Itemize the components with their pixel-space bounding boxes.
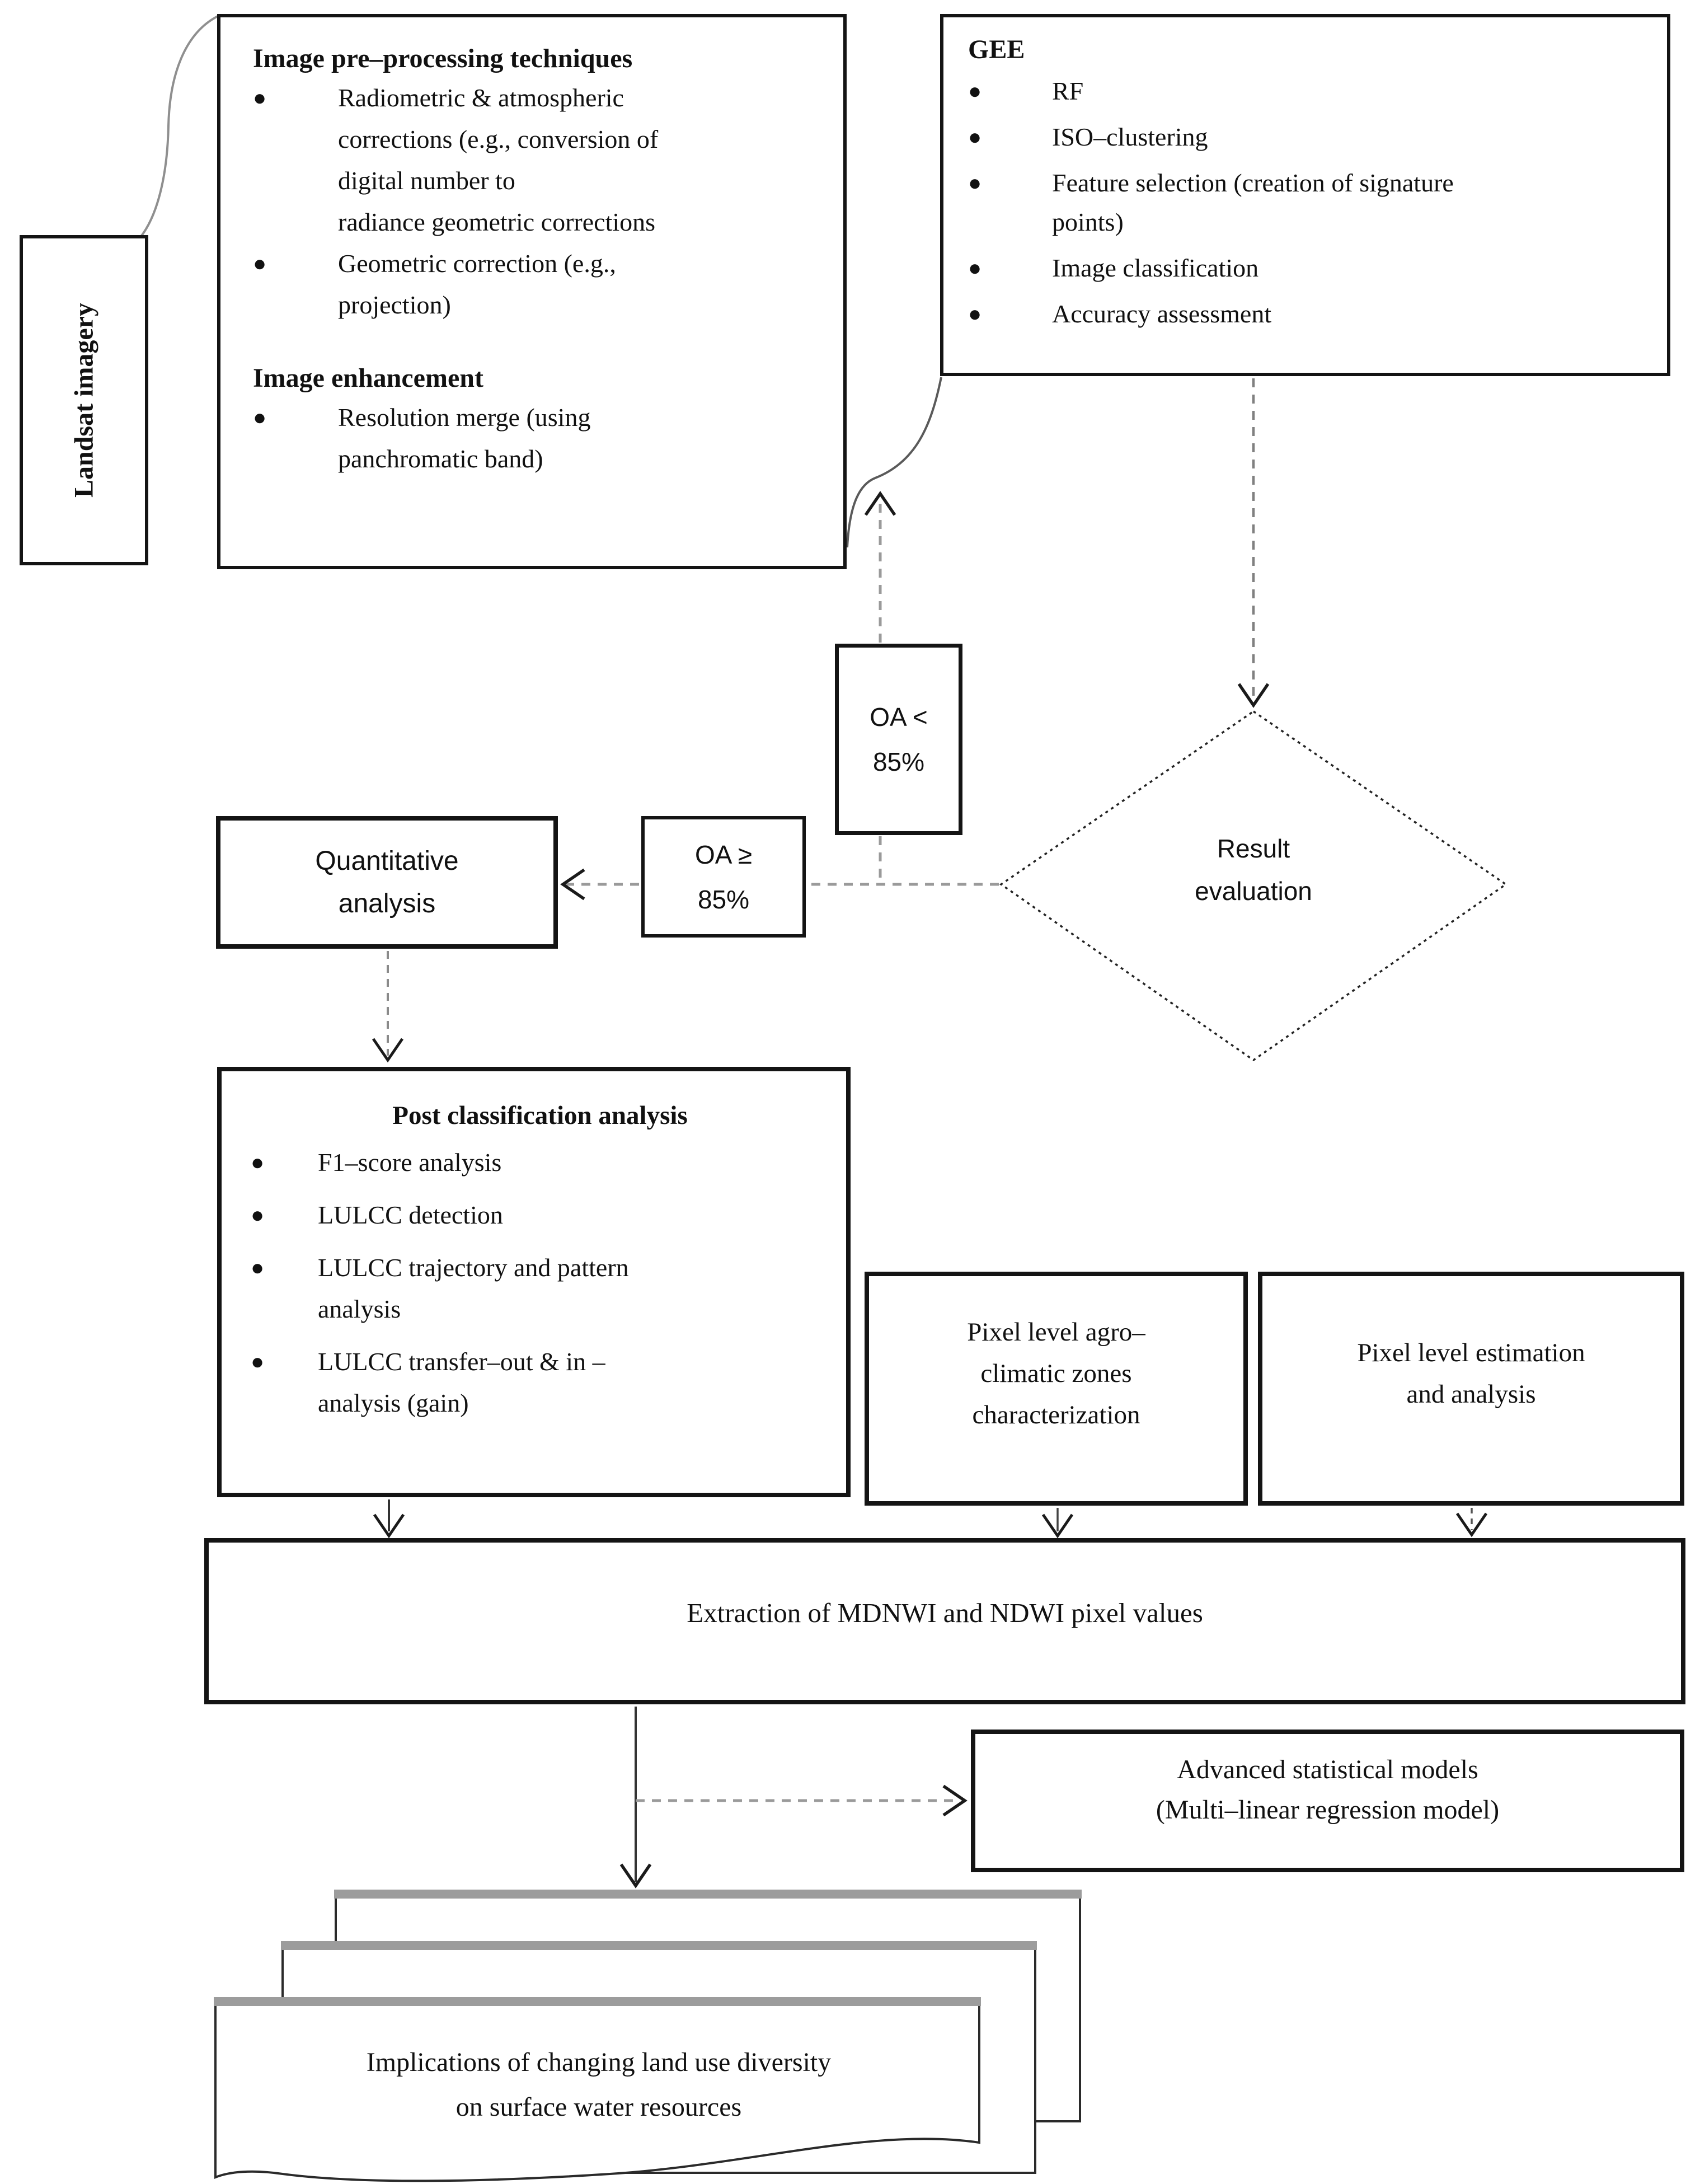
extraction-box: Extraction of MDNWI and NDWI pixel value… [204,1538,1685,1704]
bullet-icon: ● [968,301,982,326]
bullet-icon: ● [253,251,267,276]
image-preprocessing-box: Image pre–processing techniques ● Radiom… [217,14,847,569]
list-item: ● LULCC trajectory and pattern analysis [251,1247,829,1330]
extraction-label: Extraction of MDNWI and NDWI pixel value… [687,1597,1203,1628]
landsat-imagery-box: Landsat imagery [20,235,148,565]
agro-climatic-zones-label: Pixel level agro– climatic zones charact… [967,1317,1145,1430]
bullet-icon: ● [968,170,982,195]
list-item: ● LULCC detection [251,1194,829,1236]
quantitative-analysis-box: Quantitative analysis [216,816,558,949]
arrow-agro-to-extraction [1041,1508,1074,1539]
list-item: ● LULCC transfer–out & in – analysis (ga… [251,1341,829,1424]
landsat-imagery-label: Landsat imagery [69,303,99,498]
bullet-icon: ● [253,85,267,110]
page-back-top-edge [334,1890,1082,1899]
bullet-icon: ● [251,1349,265,1374]
enhancement-bullet-list: ● Resolution merge (using panchromatic b… [253,397,823,480]
arrow-post-to-extraction [373,1499,405,1539]
list-item: ● Resolution merge (using panchromatic b… [253,397,823,480]
stacked-pages [214,1890,1082,2182]
list-item: ● ISO–clustering [968,118,1652,157]
arrow-diamond-to-quantitative [560,868,999,901]
bullet-icon: ● [251,1255,265,1280]
pixel-estimation-box: Pixel level estimation and analysis [1258,1272,1684,1506]
list-item: ● F1–score analysis [251,1142,829,1183]
pixel-estimation-label: Pixel level estimation and analysis [1357,1338,1585,1409]
landsat-to-preprocessing-connector [140,15,219,237]
bullet-icon: ● [968,255,982,280]
gee-bullet-list: ● RF ● ISO–clustering ● Feature selectio… [968,72,1652,334]
oa-greater-equal-85-label-box: OA ≥ 85% [641,816,806,938]
result-evaluation-diamond [999,710,1508,1062]
advanced-models-box: Advanced statistical models (Multi–linea… [971,1730,1684,1872]
list-item: ● RF [968,72,1652,111]
preprocessing-bullet-list: ● Radiometric & atmospheric corrections … [253,77,823,326]
page-front-top-edge [214,1997,981,2006]
quantitative-analysis-label: Quantitative analysis [315,846,459,918]
bullet-icon: ● [251,1202,265,1227]
gee-title: GEE [968,35,1025,64]
arrow-feedback-oa-less [864,491,896,882]
oa-less-85-label: OA < 85% [870,702,928,776]
bullet-icon: ● [968,124,982,149]
arrow-extraction-to-implications [619,1707,652,1888]
implications-label: Implications of changing land use divers… [366,2047,832,2122]
arrow-extraction-to-advanced-models [636,1784,968,1817]
post-classification-bullet-list: ● F1–score analysis ● LULCC detection ● … [251,1142,829,1424]
agro-climatic-zones-box: Pixel level agro– climatic zones charact… [865,1272,1248,1506]
gee-box: GEE ● RF ● ISO–clustering ● Feature sele… [940,14,1670,376]
bullet-icon: ● [968,78,982,104]
arrow-quantitative-to-post [372,951,404,1063]
advanced-models-label: Advanced statistical models (Multi–linea… [1156,1754,1500,1825]
post-classification-title: Post classification analysis [392,1101,688,1130]
oa-greater-equal-85-label: OA ≥ 85% [695,840,752,914]
post-classification-box: Post classification analysis ● F1–score … [217,1067,851,1497]
list-item: ● Geometric correction (e.g., projection… [253,243,823,326]
arrow-estimation-to-extraction [1455,1508,1488,1538]
page-middle-top-edge [281,1941,1037,1950]
bullet-icon: ● [251,1150,265,1175]
list-item: ● Accuracy assessment [968,294,1652,334]
result-evaluation-label: Result evaluation [1195,834,1312,906]
bullet-icon: ● [253,405,267,430]
gee-to-preprocessing-connector [846,377,942,548]
preprocessing-title: Image pre–processing techniques [253,44,633,73]
oa-less-85-label-box: OA < 85% [835,644,962,835]
list-item: ● Feature selection (creation of signatu… [968,163,1652,242]
page-front [214,1998,980,2182]
arrow-gee-to-diamond [1237,378,1270,708]
list-item: ● Radiometric & atmospheric corrections … [253,77,823,243]
enhancement-title: Image enhancement [253,363,483,393]
list-item: ● Image classification [968,249,1652,288]
